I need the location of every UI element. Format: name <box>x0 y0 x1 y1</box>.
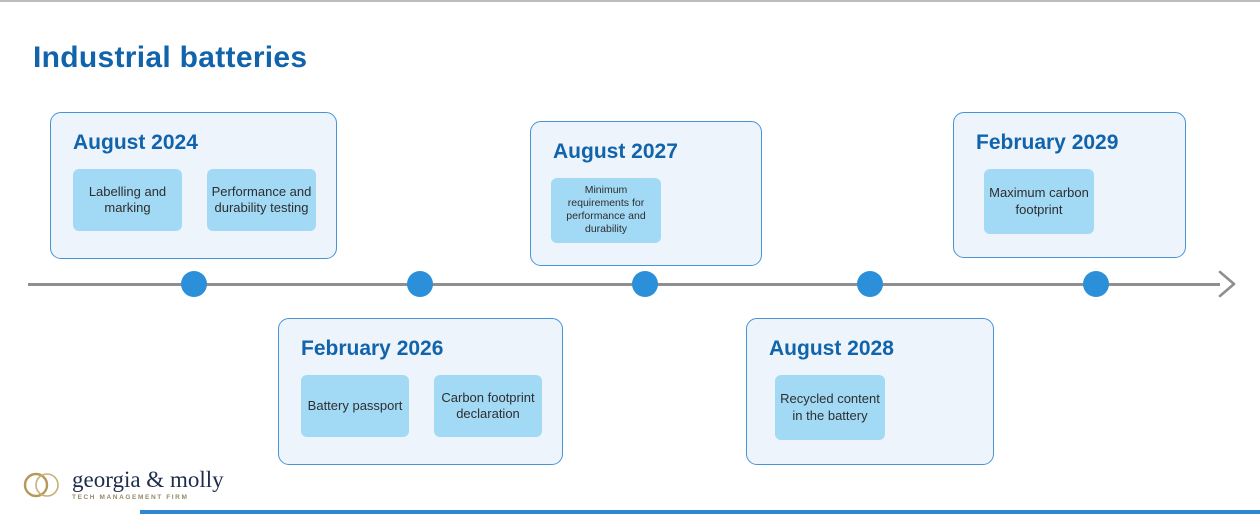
milestone-item: Recycled content in the battery <box>775 375 885 440</box>
milestone-card-february-2029: February 2029 Maximum carbon footprint <box>953 112 1186 258</box>
milestone-date: August 2028 <box>769 337 894 360</box>
timeline-line <box>28 283 1220 286</box>
timeline-dot <box>407 271 433 297</box>
interlocking-circles-icon <box>23 472 59 498</box>
milestone-items: Recycled content in the battery <box>775 375 973 440</box>
milestone-card-august-2024: August 2024 Labelling and marking Perfor… <box>50 112 337 259</box>
milestone-card-august-2027: August 2027 Minimum requirements for per… <box>530 121 762 266</box>
milestone-item: Labelling and marking <box>73 169 182 231</box>
page-title: Industrial batteries <box>33 41 308 74</box>
milestone-card-february-2026: February 2026 Battery passport Carbon fo… <box>278 318 563 465</box>
arrow-right-icon <box>1218 270 1236 298</box>
milestone-item: Maximum carbon footprint <box>984 169 1094 234</box>
milestone-items: Labelling and marking Performance and du… <box>73 169 316 231</box>
bottom-accent-bar <box>140 510 1260 514</box>
milestone-date: August 2027 <box>553 140 678 163</box>
logo-company-name: georgia & molly <box>72 467 224 492</box>
milestone-item: Minimum requirements for performance and… <box>551 178 661 243</box>
milestone-date: February 2026 <box>301 337 444 360</box>
top-divider <box>0 0 1260 2</box>
milestone-item: Battery passport <box>301 375 409 437</box>
milestone-items: Minimum requirements for performance and… <box>551 178 741 243</box>
timeline-dot <box>1083 271 1109 297</box>
milestone-card-august-2028: August 2028 Recycled content in the batt… <box>746 318 994 465</box>
milestone-item: Carbon footprint declaration <box>434 375 542 437</box>
timeline-dot <box>857 271 883 297</box>
milestone-date: February 2029 <box>976 131 1119 154</box>
timeline-dot <box>632 271 658 297</box>
logo-tagline: TECH MANAGEMENT FIRM <box>72 494 189 501</box>
milestone-items: Battery passport Carbon footprint declar… <box>301 375 542 437</box>
milestone-items: Maximum carbon footprint <box>984 169 1165 234</box>
milestone-item: Performance and durability testing <box>207 169 316 231</box>
milestone-date: August 2024 <box>73 131 198 154</box>
company-logo: georgia & molly TECH MANAGEMENT FIRM <box>22 468 224 502</box>
logo-text-block: georgia & molly TECH MANAGEMENT FIRM <box>72 468 224 501</box>
timeline-dot <box>181 271 207 297</box>
